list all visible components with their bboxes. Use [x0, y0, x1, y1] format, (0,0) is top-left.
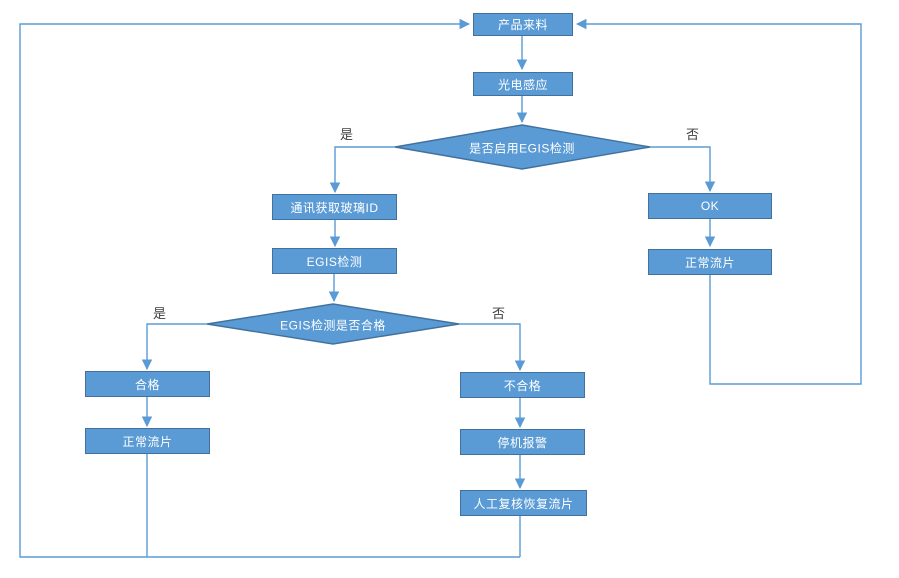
node-ok: OK [648, 193, 772, 219]
branch-label-enable-yes: 是 [340, 127, 354, 142]
node-normal-flow-left: 正常流片 [85, 428, 210, 454]
edge-decision1-no [650, 146, 716, 193]
node-manual-review-resume: 人工复核恢复流片 [460, 490, 587, 516]
node-egis-check: EGIS检测 [272, 248, 397, 274]
node-photoelectric-sensor: 光电感应 [473, 72, 573, 96]
edge-decision2-no [459, 323, 526, 372]
branch-label-pass-no: 否 [492, 306, 506, 321]
node-get-glass-id: 通讯获取玻璃ID [272, 194, 397, 220]
node-product-incoming: 产品来料 [473, 13, 573, 36]
edge-decision2-yes [141, 323, 207, 371]
decision-enable-egis-label: 是否启用EGIS检测 [469, 141, 575, 156]
node-unqualified: 不合格 [460, 372, 585, 398]
edge-bottomloop-start [19, 18, 520, 558]
node-normal-flow-right: 正常流片 [648, 249, 772, 275]
edge-decision1-yes [329, 146, 395, 194]
node-qualified: 合格 [85, 371, 210, 397]
node-stop-alarm: 停机报警 [460, 429, 585, 455]
decision-egis-pass-shape [206, 303, 460, 345]
edge-normalright-start [575, 18, 862, 385]
branch-label-pass-yes: 是 [153, 306, 167, 321]
branch-label-enable-no: 否 [686, 127, 700, 142]
decision-egis-pass-label: EGIS检测是否合格 [280, 318, 386, 333]
decision-enable-egis-shape [394, 124, 651, 170]
